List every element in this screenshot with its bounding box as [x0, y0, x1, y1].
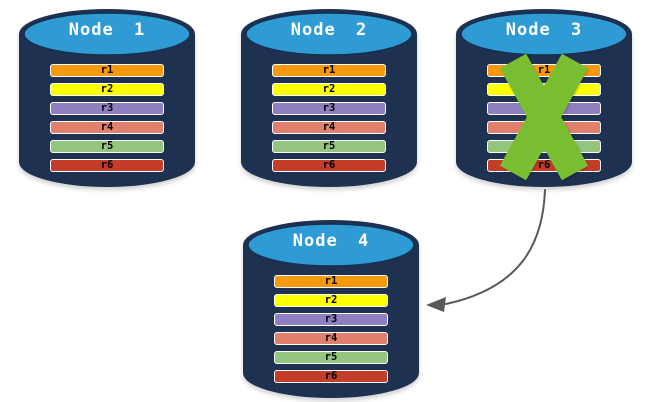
db-node: Node 4 r1 r2 r3 r4 r5 r6	[242, 218, 420, 400]
row-r6: r6	[50, 159, 164, 172]
row-r3: r3	[272, 102, 386, 115]
row-r3: r3	[274, 313, 388, 326]
row-r6: r6	[272, 159, 386, 172]
row-r2: r2	[274, 294, 388, 307]
failover-arrow-icon	[426, 189, 546, 312]
row-r1: r1	[272, 64, 386, 77]
row-r5: r5	[272, 140, 386, 153]
node-rows: r1 r2 r3 r4 r5 r6	[272, 64, 386, 172]
arrow-curve	[445, 189, 546, 305]
db-node: Node 1 r1 r2 r3 r4 r5 r6	[18, 7, 196, 189]
row-r3: r3	[50, 102, 164, 115]
node-rows: r1 r2 r3 r4 r5 r6	[50, 64, 164, 172]
row-r2: r2	[50, 83, 164, 96]
row-r4: r4	[272, 121, 386, 134]
row-r6: r6	[274, 370, 388, 383]
node-title: Node 3	[505, 20, 583, 40]
db-node: Node 2 r1 r2 r3 r4 r5 r6	[240, 7, 418, 189]
row-r1: r1	[50, 64, 164, 77]
node-title: Node 2	[290, 20, 368, 40]
row-r2: r2	[272, 83, 386, 96]
node-title: Node 4	[292, 231, 370, 251]
arrow-head	[426, 297, 446, 312]
row-r1: r1	[274, 275, 388, 288]
node-title: Node 1	[68, 20, 146, 40]
row-r5: r5	[274, 351, 388, 364]
row-r4: r4	[274, 332, 388, 345]
row-r5: r5	[50, 140, 164, 153]
row-r4: r4	[50, 121, 164, 134]
failure-x-icon	[499, 53, 589, 181]
node-rows: r1 r2 r3 r4 r5 r6	[274, 275, 388, 383]
